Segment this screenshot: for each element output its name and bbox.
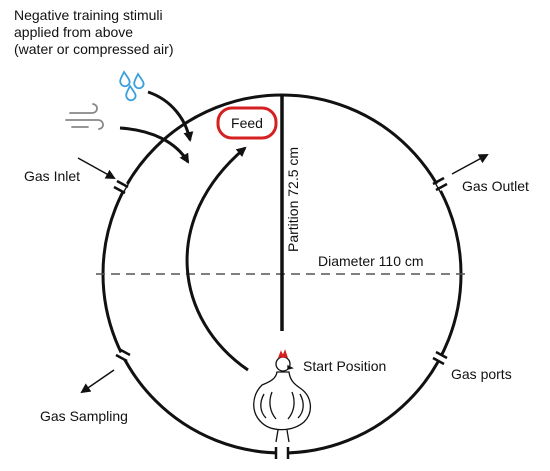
caption-line-1: Negative training stimuli [14, 7, 163, 23]
start-position-label: Start Position [303, 358, 386, 374]
gas-sampling-label: Gas Sampling [40, 408, 128, 424]
gas-inlet-arrow [77, 157, 116, 179]
path-arrow [185, 146, 249, 372]
wind-icon [65, 103, 104, 130]
port-gas-inlet [116, 179, 129, 189]
water-drops-icon [119, 70, 145, 102]
gas-sampling-arrow [80, 369, 115, 394]
water-arrow [147, 90, 194, 142]
port-gas-outlet [432, 176, 445, 186]
caption-line-2: applied from above [14, 24, 133, 40]
port-gas-ports [432, 356, 445, 366]
gas-outlet-label: Gas Outlet [462, 178, 529, 194]
gas-outlet-arrow [451, 154, 489, 175]
caption-line-3: (water or compressed air) [14, 41, 174, 57]
chicken-icon [253, 349, 311, 443]
feed-label: Feed [231, 115, 263, 131]
feed-box [216, 106, 278, 140]
diameter-label: Diameter 110 cm [318, 253, 424, 269]
gas-inlet-label: Gas Inlet [24, 168, 80, 184]
port-flanges [113, 176, 448, 459]
port-gas-sampling [115, 353, 128, 363]
gas-ports-label: Gas ports [451, 366, 512, 382]
partition-label: Partition 72.5 cm [285, 147, 301, 252]
air-arrow [119, 126, 190, 164]
